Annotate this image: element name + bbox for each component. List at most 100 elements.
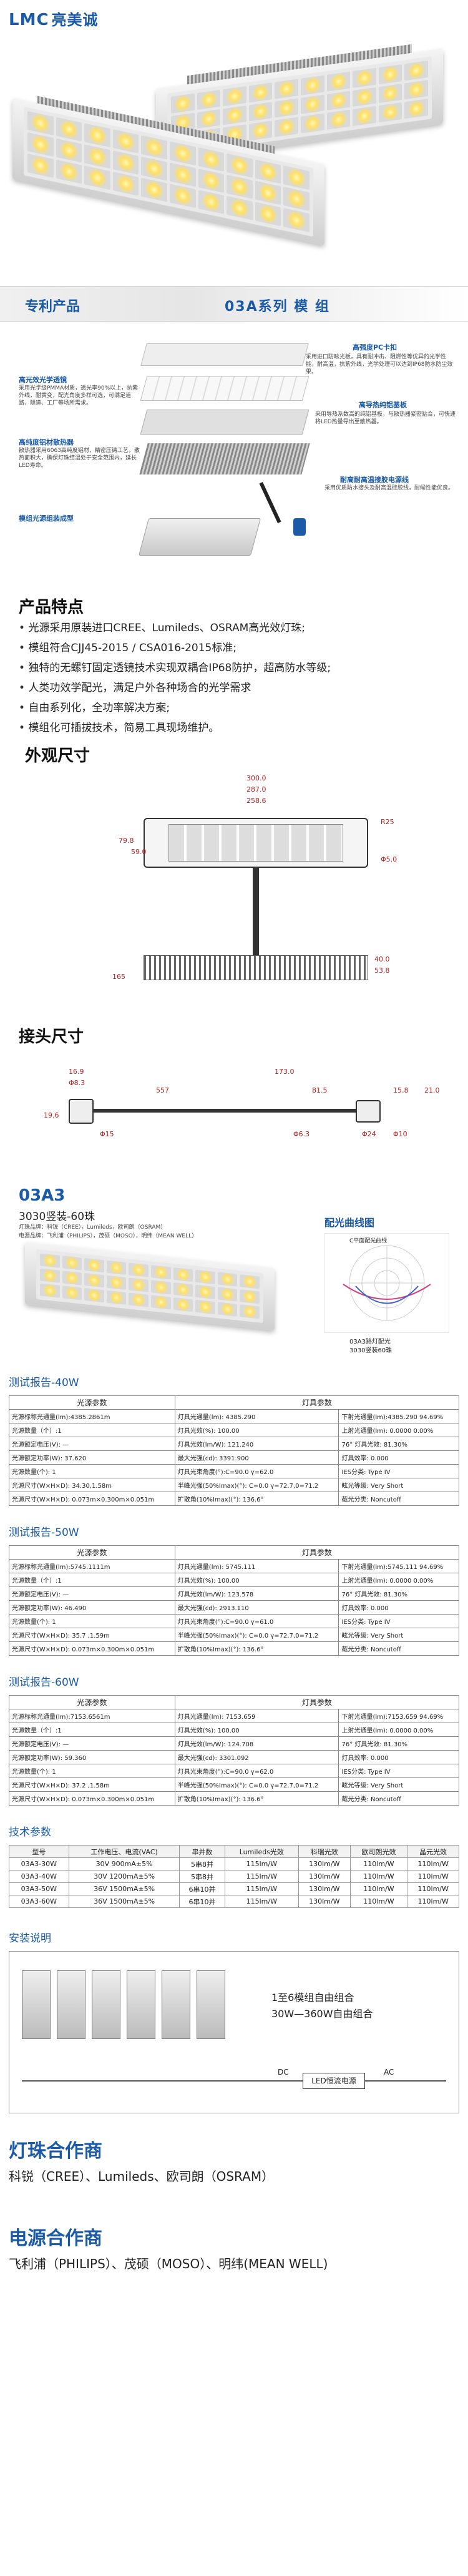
product-band: 专利产品 03A系列 模 组	[0, 286, 468, 322]
install-title: 安装说明	[9, 1932, 51, 1945]
report-60w: 测试报告-60W 光源参数灯具参数 光源标称光通量(lm):7153.6561m…	[9, 1673, 460, 1806]
head-right: 灯具参数	[174, 1545, 460, 1560]
head-left: 光源参数	[9, 1545, 175, 1560]
band-right-title: 03A系列 模 组	[225, 299, 330, 315]
feature-item: 模组符合CJJ45-2015 / CSA016-2015标准;	[19, 638, 456, 658]
dim-r25: R25	[381, 818, 394, 826]
model-l2: 电源品牌：飞利浦（PHILIPS），茂硕（MOSO），明纬（MEAN WELL）	[19, 1233, 198, 1239]
curve-foot1: 03A3路灯配光	[349, 1339, 391, 1345]
brand-latin: LMC	[9, 11, 49, 29]
dim-557: 557	[156, 1086, 169, 1094]
feature-item: 独特的无螺钉固定透镜技术实现双耦合IP68防护，超高防水等级;	[19, 658, 456, 678]
dim-phi10: Φ10	[393, 1130, 407, 1138]
dim-phi24: Φ24	[362, 1130, 376, 1138]
install-note2: 30W—360W自由组合	[271, 2008, 373, 2020]
callout-power: 耐高耐高温接胶电源线	[340, 476, 409, 484]
callout-al-board-desc: 采用导热系数高的纯铝基板，与散热器紧密贴合，可快速将LED热量导出至散热器。	[315, 411, 456, 425]
callout-pc-lens-desc: 采用进口防眩光板，具有耐冲击、阻燃性等优异的光学性能，耐高温，抗紫外线，光学处理…	[306, 354, 453, 375]
ac-label: AC	[384, 2068, 394, 2077]
dim-40: 40.0	[374, 955, 390, 963]
dim-287: 287.0	[246, 785, 266, 794]
dim-phi5: Φ5.0	[381, 855, 397, 863]
report-40w: 测试报告-40W 光源参数灯具参数 光源标称光通量(lm):4385.2861m…	[9, 1374, 460, 1506]
band-left-title: 专利产品	[25, 299, 80, 315]
report-title: 测试报告-50W	[9, 1526, 79, 1539]
dim-169: 16.9	[69, 1068, 84, 1076]
curve-foot2: 3030竖装60珠	[349, 1347, 392, 1354]
install-section: 安装说明 1至6模组自由组合 30W—360W自由组合 LED恒流电源 DC A…	[9, 1929, 459, 2113]
report-50w: 测试报告-50W 光源参数灯具参数 光源标称光通量(lm):5745.1111m…	[9, 1523, 460, 1656]
dc-label: DC	[278, 2068, 289, 2077]
curve-title: 配光曲线图	[324, 1217, 375, 1229]
bead-partner-title: 灯珠合作商	[9, 2140, 102, 2162]
dim-165: 165	[112, 973, 125, 981]
callout-power-desc: 采用优质防水接头及耐高温硅胶线，耐候性能优良。	[324, 485, 454, 491]
head-left: 光源参数	[9, 1695, 175, 1709]
callout-glass: 高光效光学透镜	[19, 376, 67, 384]
feature-item: 光源采用原装进口CREE、Lumileds、OSRAM高光效灯珠;	[19, 618, 456, 638]
dim-173: 173.0	[275, 1068, 295, 1076]
callout-fin: 高纯度铝材散热器	[19, 438, 74, 446]
appearance-title: 外观尺寸	[25, 747, 90, 765]
feature-item: 自由系列化，全功率解决方案;	[19, 698, 456, 718]
features-title: 产品特点	[19, 598, 84, 617]
model-sub: 3030竖装-60珠	[19, 1211, 95, 1223]
model-image	[19, 1241, 281, 1331]
dim-phi83: Φ8.3	[69, 1079, 85, 1087]
dim-158: 15.8	[393, 1086, 409, 1094]
power-partner-title: 电源合作商	[9, 2228, 102, 2249]
install-note1: 1至6模组自由组合	[271, 1992, 354, 2003]
dim-59: 59.0	[131, 848, 147, 856]
brand-cn: 亮美诚	[51, 11, 99, 29]
light-distribution-curve	[324, 1233, 449, 1333]
hero-product-image	[0, 37, 468, 262]
dim-phi63: Φ6.3	[293, 1130, 310, 1138]
tech-title: 技术参数	[9, 1826, 51, 1839]
dim-798: 79.8	[119, 837, 134, 845]
head-left: 光源参数	[9, 1395, 175, 1410]
features-list: 光源采用原装进口CREE、Lumileds、OSRAM高光效灯珠; 模组符合CJ…	[19, 618, 456, 738]
dim-196: 19.6	[44, 1111, 59, 1119]
report-title: 测试报告-40W	[9, 1377, 79, 1389]
exploded-view: 高强度PC卡扣 采用进口防眩光板，具有耐冲击、阻燃性等优异的光学性能，耐高温，抗…	[0, 331, 468, 581]
dim-815: 81.5	[312, 1086, 328, 1094]
dim-21: 21.0	[424, 1086, 440, 1094]
callout-fin-desc: 散热器采用6063高纯度铝材，精密压铸工艺，散热面积大，确保灯珠结温处于安全范围…	[19, 448, 140, 469]
connector-drawing: 16.9 Φ8.3 557 173.0 81.5 15.8 21.0 19.6 …	[0, 1055, 468, 1168]
report-title: 测试报告-60W	[9, 1676, 79, 1689]
dim-2586: 258.6	[246, 797, 266, 805]
head-right: 灯具参数	[174, 1695, 460, 1709]
callout-al-board: 高导热纯铝基板	[359, 401, 407, 409]
dim-538: 53.8	[374, 966, 390, 975]
connector-title: 接头尺寸	[19, 1028, 84, 1046]
feature-item: 人类功效学配光，满足户外各种场合的光学需求	[19, 678, 456, 698]
dim-phi15: Φ15	[100, 1130, 114, 1138]
model-l1: 灯珠品牌：科锐（CREE），Lumileds，欧司朗（OSRAM）	[19, 1224, 167, 1231]
dim-300: 300.0	[246, 774, 266, 782]
